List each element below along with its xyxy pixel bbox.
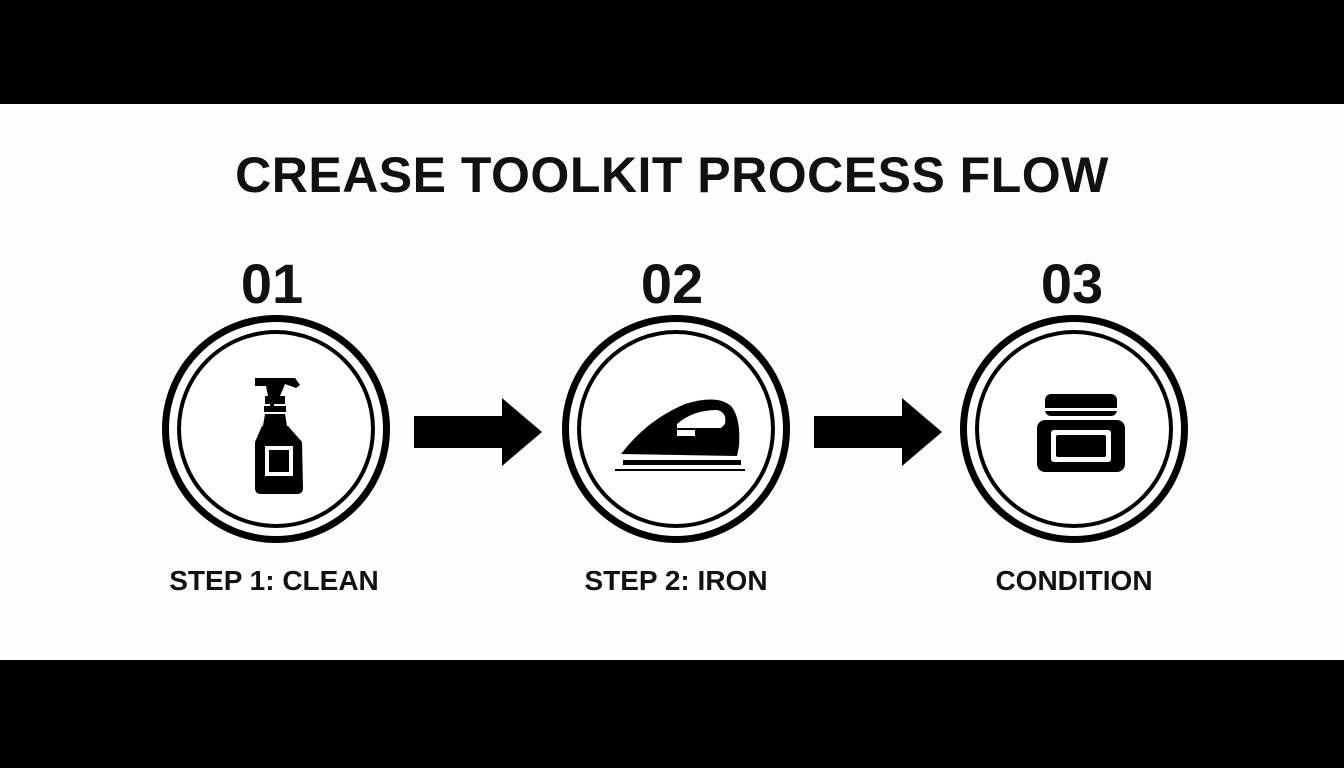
- step-1-number: 01: [240, 252, 304, 315]
- step-2-inner-ring: [577, 330, 775, 528]
- spray-bottle-icon: [255, 378, 303, 494]
- step-1-inner-ring: [177, 330, 375, 528]
- step-1-label: STEP 1: CLEAN: [169, 565, 379, 596]
- step-3-inner-ring: [975, 330, 1173, 528]
- step-1-circle: [162, 315, 390, 543]
- diagram-title: CREASE TOOLKIT PROCESS FLOW: [235, 147, 1109, 203]
- arrow-right-icon: [814, 398, 942, 466]
- step-3-circle: [960, 315, 1188, 543]
- step-2-number: 02: [640, 252, 704, 315]
- step-2-circle: [562, 315, 790, 543]
- iron-icon: [615, 399, 745, 471]
- step-2-label: STEP 2: IRON: [584, 565, 768, 596]
- step-3-number: 03: [1040, 252, 1104, 315]
- conditioner-jar-icon: [1037, 394, 1125, 472]
- step-3-label: CONDITION: [995, 565, 1153, 596]
- arrow-right-icon: [414, 398, 542, 466]
